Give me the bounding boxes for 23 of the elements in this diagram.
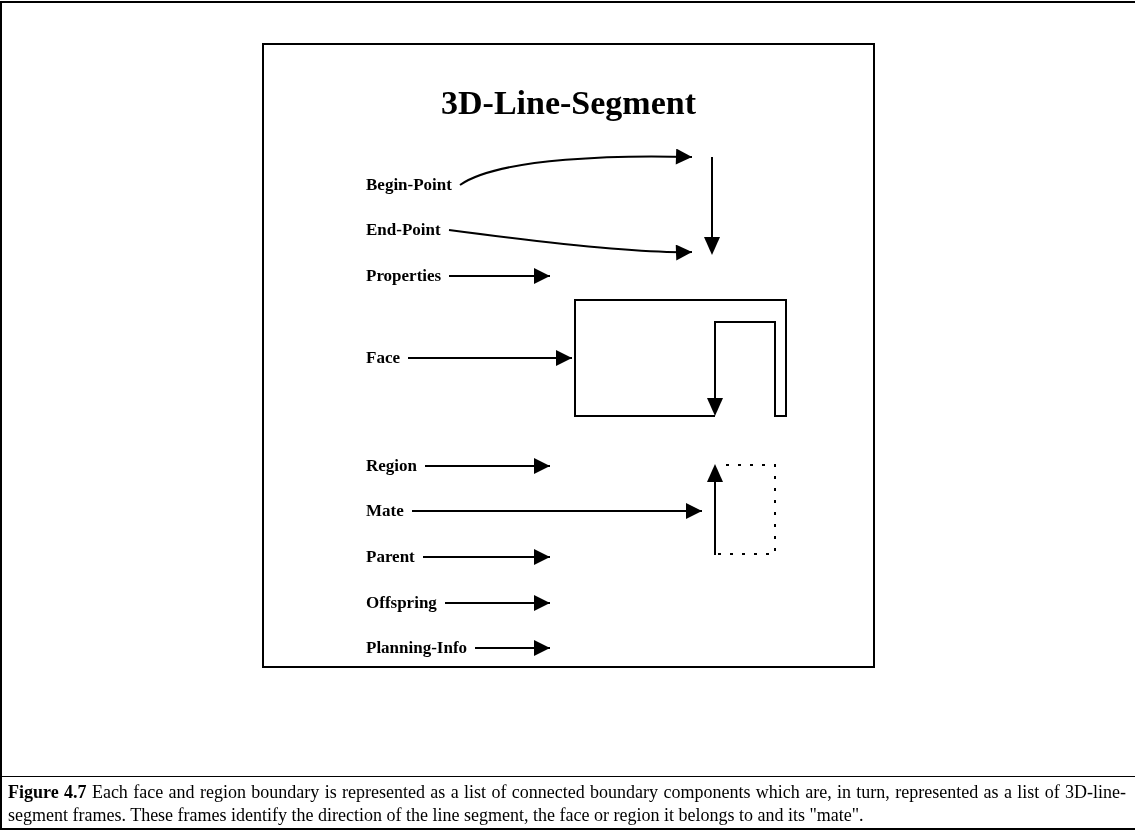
- arrow: [422, 549, 551, 565]
- field-name: Region: [366, 455, 417, 477]
- field-name: Face: [366, 347, 400, 369]
- figure-caption: Figure 4.7 Each face and region boundary is represented as a list of connected boundary components which are, in turn, represented as a list of 3D-line-segment frames. These frames identify the direction of the line segment, the face or region it belongs to and its "mate".: [8, 781, 1126, 827]
- face-boundary-drawing: [574, 299, 787, 416]
- frame-title: 3D-Line-Segment: [440, 83, 697, 123]
- arrow: [444, 595, 551, 611]
- field-name: Properties: [366, 265, 442, 287]
- mate-segment-drawing: [704, 464, 777, 555]
- arrow: [424, 458, 551, 474]
- field-name: End-Point: [366, 219, 441, 241]
- field-name: Parent: [366, 546, 415, 568]
- arrow: [448, 229, 693, 261]
- field-name: Planning-Info: [366, 637, 468, 659]
- arrow: [474, 640, 551, 656]
- arrow: [448, 268, 551, 284]
- field-name: Begin-Point: [366, 174, 452, 196]
- arrow: [407, 350, 573, 366]
- field-name: Mate: [366, 500, 404, 522]
- field-name: Offspring: [366, 592, 437, 614]
- frame-box: [262, 43, 875, 668]
- arrow: [411, 503, 703, 519]
- arrow: [459, 148, 693, 186]
